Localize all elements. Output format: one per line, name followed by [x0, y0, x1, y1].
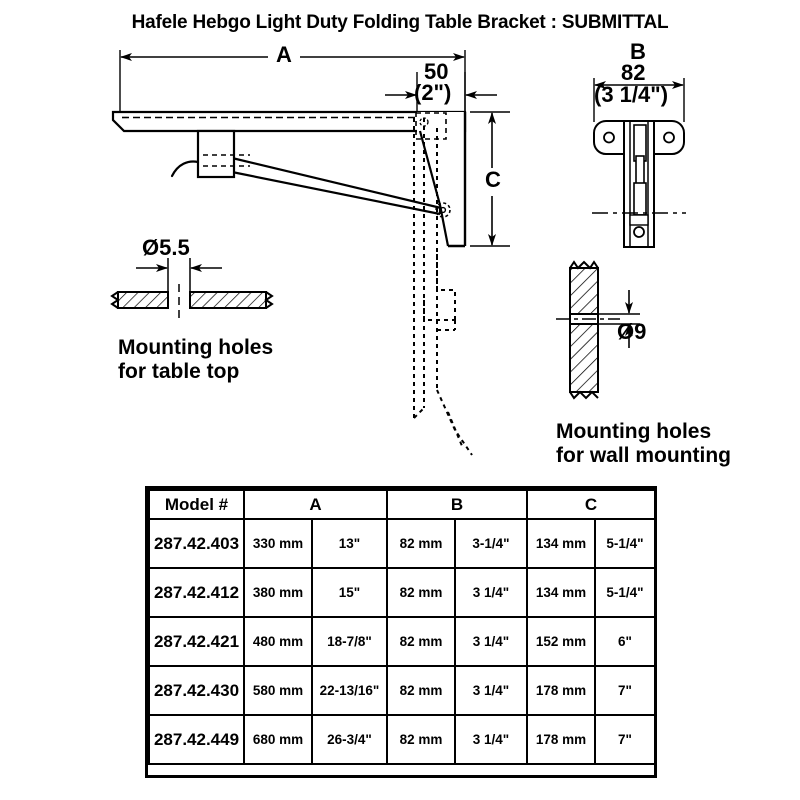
column-header-a: A: [243, 489, 388, 520]
cell-model: 287.42.449: [148, 714, 245, 765]
cell-c-in: 6": [594, 616, 656, 667]
cell-b-mm: 82 mm: [386, 665, 456, 716]
cell-a-mm: 380 mm: [243, 567, 313, 618]
column-header-c: C: [526, 489, 656, 520]
dimension-wall-hole-diameter: Ø9: [617, 319, 647, 344]
table-row: 287.42.403 330 mm 13" 82 mm 3-1/4" 134 m…: [148, 518, 656, 569]
column-header-b: B: [386, 489, 528, 520]
cell-b-in: 3 1/4": [454, 616, 528, 667]
column-header-model: Model #: [148, 489, 245, 520]
dimension-label-a: A: [276, 42, 292, 67]
spec-table: Model # A B C 287.42.403 330 mm 13" 82 m…: [148, 489, 656, 765]
cell-a-in: 22-13/16": [311, 665, 388, 716]
cell-b-mm: 82 mm: [386, 616, 456, 667]
table-row: 287.42.430 580 mm 22-13/16" 82 mm 3 1/4"…: [148, 665, 656, 716]
cell-a-in: 15": [311, 567, 388, 618]
dimension-table-top-hole-diameter: Ø5.5: [142, 235, 190, 260]
cell-a-in: 26-3/4": [311, 714, 388, 765]
cell-c-in: 5-1/4": [594, 518, 656, 569]
table-row: 287.42.412 380 mm 15" 82 mm 3 1/4" 134 m…: [148, 567, 656, 618]
cell-b-mm: 82 mm: [386, 518, 456, 569]
cell-c-in: 7": [594, 665, 656, 716]
cell-b-mm: 82 mm: [386, 714, 456, 765]
caption-mounting-holes-table-top-line1: Mounting holes: [118, 336, 274, 359]
dimension-setback-mm: 50: [424, 59, 449, 84]
cell-c-mm: 178 mm: [526, 665, 596, 716]
cell-model: 287.42.430: [148, 665, 245, 716]
cell-c-mm: 152 mm: [526, 616, 596, 667]
cell-a-mm: 580 mm: [243, 665, 313, 716]
cell-a-mm: 330 mm: [243, 518, 313, 569]
cell-a-mm: 680 mm: [243, 714, 313, 765]
dimension-setback-inches: (2"): [414, 80, 452, 105]
cell-model: 287.42.412: [148, 567, 245, 618]
cell-c-mm: 134 mm: [526, 518, 596, 569]
dimension-label-c: C: [485, 167, 501, 192]
cell-c-in: 5-1/4": [594, 567, 656, 618]
page-title: Hafele Hebgo Light Duty Folding Table Br…: [131, 12, 669, 33]
cell-model: 287.42.421: [148, 616, 245, 667]
caption-mounting-holes-wall-line1: Mounting holes: [556, 420, 712, 443]
cell-model: 287.42.403: [148, 518, 245, 569]
cell-a-in: 18-7/8": [311, 616, 388, 667]
cell-b-mm: 82 mm: [386, 567, 456, 618]
table-row: 287.42.421 480 mm 18-7/8" 82 mm 3 1/4" 1…: [148, 616, 656, 667]
cell-b-in: 3 1/4": [454, 567, 528, 618]
dimension-width-mm: 82: [621, 60, 646, 85]
cell-c-in: 7": [594, 714, 656, 765]
dimension-width-inches: (3 1/4"): [594, 82, 669, 107]
dimension-label-b: B: [630, 39, 646, 64]
cell-c-mm: 178 mm: [526, 714, 596, 765]
cell-c-mm: 134 mm: [526, 567, 596, 618]
spec-table-container: Model # A B C 287.42.403 330 mm 13" 82 m…: [148, 489, 656, 765]
cell-b-in: 3 1/4": [454, 714, 528, 765]
table-header-row: Model # A B C: [148, 489, 656, 520]
cell-b-in: 3 1/4": [454, 665, 528, 716]
cell-a-in: 13": [311, 518, 388, 569]
caption-mounting-holes-wall-line2: for wall mounting: [556, 444, 731, 467]
cell-b-in: 3-1/4": [454, 518, 528, 569]
cell-a-mm: 480 mm: [243, 616, 313, 667]
table-row: 287.42.449 680 mm 26-3/4" 82 mm 3 1/4" 1…: [148, 714, 656, 765]
caption-mounting-holes-table-top-line2: for table top: [118, 360, 240, 383]
